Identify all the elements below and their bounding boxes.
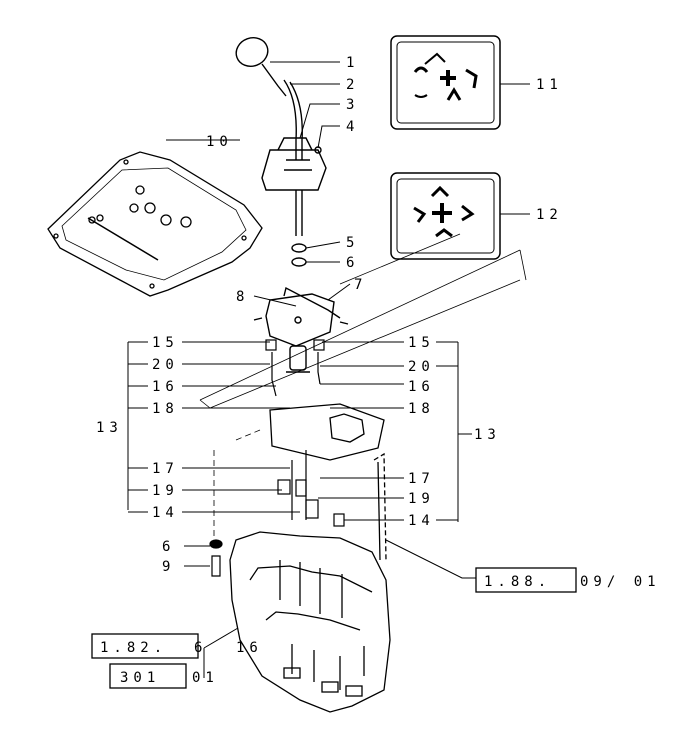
callout-16-left: 16	[152, 379, 179, 395]
control-lever	[235, 37, 327, 267]
callout-20-right: 20	[408, 359, 435, 375]
ref-1-82-tail-text: 6	[194, 640, 207, 656]
valve-block	[229, 403, 391, 713]
ref-1-88-box-text: 1.88.	[484, 574, 551, 590]
callout-9: 9	[162, 559, 175, 575]
callout-7: 7	[354, 277, 367, 293]
callout-1: 1	[346, 55, 359, 71]
callout-15-right: 15	[408, 335, 435, 351]
decal-12	[390, 172, 501, 260]
callout-18-right: 18	[408, 401, 435, 417]
reference-boxes	[91, 567, 577, 689]
callout-14-right: 14	[408, 513, 435, 529]
ref-1-88-tail-text: 09/ 01	[580, 574, 661, 590]
callout-3: 3	[346, 97, 359, 113]
callout-17-left: 17	[152, 461, 179, 477]
callout-13-left: 13	[96, 420, 123, 436]
callout-6: 6	[346, 255, 359, 271]
callout-10: 10	[206, 134, 233, 150]
callout-19-right: 19	[408, 491, 435, 507]
callout-13-right: 13	[474, 427, 501, 443]
callout-2: 2	[346, 77, 359, 93]
ref-301-box-text: 301	[120, 670, 160, 686]
valve-bracket	[253, 286, 349, 373]
callout-20-left: 20	[152, 357, 179, 373]
ref-301-tail-text: 01	[192, 670, 219, 686]
callout-15-left: 15	[152, 335, 179, 351]
ref-1-82-box-text: 1.82.	[100, 640, 167, 656]
callout-5: 5	[346, 235, 359, 251]
callout-16-right: 16	[408, 379, 435, 395]
callout-11: 11	[536, 77, 563, 93]
callout-19-left: 19	[152, 483, 179, 499]
callout-14-left: 14	[152, 505, 179, 521]
callout-12: 12	[536, 207, 563, 223]
callout-8: 8	[236, 289, 249, 305]
plate-10	[47, 151, 263, 297]
callout-6-lower: 6	[162, 539, 175, 555]
guide-lines	[199, 233, 527, 540]
decal-11	[390, 35, 501, 130]
small-parts	[209, 339, 345, 577]
callout-17-right: 17	[408, 471, 435, 487]
leader-lines	[127, 61, 530, 678]
callout-16-lower: 16	[236, 640, 263, 656]
callout-4: 4	[346, 119, 359, 135]
callout-18-left: 18	[152, 401, 179, 417]
